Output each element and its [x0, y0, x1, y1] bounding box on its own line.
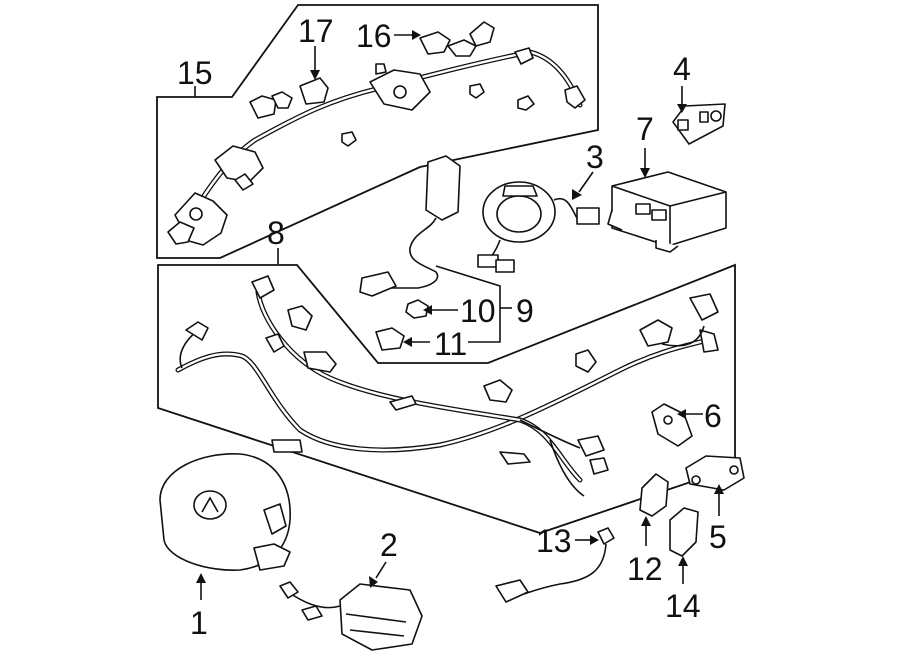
- callout-3: 3: [586, 139, 604, 175]
- callout-17: 17: [298, 13, 334, 49]
- part-2-inflator: [279, 581, 423, 651]
- frame-side-curtain-airbag: [156, 4, 599, 259]
- callout-13: 13: [536, 523, 572, 559]
- leader-lines: [194, 30, 724, 600]
- callout-labels: 1 2 3 4 5 6 7 8 9 10 11 12 13 14 15 16 1…: [177, 13, 727, 641]
- callout-9: 9: [516, 293, 534, 329]
- callout-15: 15: [177, 55, 213, 91]
- part-10-nut: [405, 299, 429, 319]
- callout-16: 16: [356, 18, 392, 54]
- callout-4: 4: [673, 51, 691, 87]
- part-3-clock-spring: [477, 181, 600, 273]
- callout-14: 14: [665, 588, 701, 624]
- callout-5: 5: [709, 519, 727, 555]
- side-curtain-airbag: [167, 21, 586, 246]
- callout-2: 2: [380, 527, 398, 563]
- part-4-sensor: [672, 103, 726, 145]
- part-5-sensor: [685, 455, 745, 491]
- callout-7: 7: [636, 111, 654, 147]
- part-12-clip: [639, 473, 669, 517]
- part-11-clip: [375, 327, 405, 351]
- callout-8: 8: [267, 215, 285, 251]
- part-14-sensor: [669, 507, 699, 557]
- callout-6: 6: [704, 398, 722, 434]
- part-9-harness: [359, 155, 461, 297]
- part-1-driver-airbag: [159, 453, 291, 571]
- part-7-srs-control-unit: [607, 171, 727, 253]
- callout-11: 11: [434, 326, 467, 362]
- callout-12: 12: [627, 551, 663, 587]
- part-8-wire-harness: [175, 275, 719, 497]
- callout-10: 10: [460, 293, 496, 329]
- part-13-harness: [495, 527, 615, 603]
- callout-1: 1: [190, 605, 208, 641]
